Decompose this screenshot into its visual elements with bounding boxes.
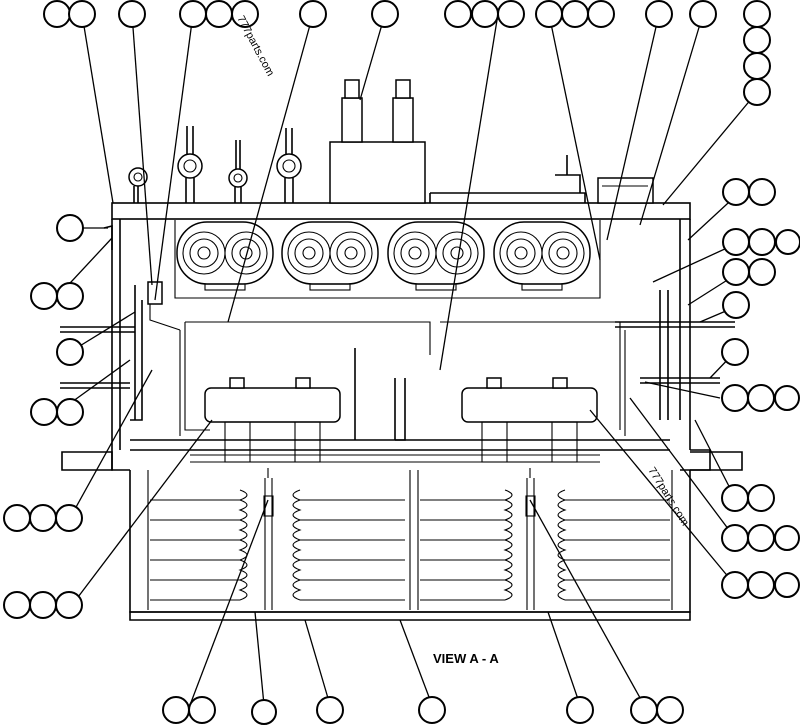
callout-circle — [56, 338, 84, 366]
callout-circle — [774, 385, 800, 411]
callout-circle — [722, 228, 750, 256]
resistor-housing — [129, 468, 691, 621]
callout-circle — [743, 52, 771, 80]
callout-circle — [29, 504, 57, 532]
relay-block — [329, 79, 426, 204]
callout-circle — [316, 696, 344, 724]
callout-circle — [55, 504, 83, 532]
coil-module — [176, 221, 274, 291]
callout-circle — [748, 178, 776, 206]
callout-circle — [722, 258, 750, 286]
callout-circle — [56, 398, 84, 426]
callout-circle — [162, 696, 190, 724]
callout-circle — [561, 0, 589, 28]
callout-circle — [587, 0, 615, 28]
callout-circle — [721, 338, 749, 366]
coil-modules — [174, 220, 601, 299]
callout-circle — [205, 0, 233, 28]
coil-module — [387, 221, 485, 291]
callout-circle — [251, 699, 277, 725]
callout-circle — [179, 0, 207, 28]
callout-circle — [418, 696, 446, 724]
callout-circle — [3, 504, 31, 532]
coil-module — [281, 221, 379, 291]
callout-circle — [371, 0, 399, 28]
callout-circle — [55, 591, 83, 619]
callout-circle — [689, 0, 717, 28]
callout-circle — [29, 591, 57, 619]
callout-circle — [30, 398, 58, 426]
left-bracket — [60, 281, 181, 421]
callout-circle — [68, 0, 96, 28]
callout-circle — [3, 591, 31, 619]
view-label: VIEW A - A — [433, 651, 499, 666]
callout-circle — [721, 384, 749, 412]
callout-circle — [747, 384, 775, 412]
callout-circle — [743, 26, 771, 54]
callout-circle — [656, 696, 684, 724]
terminal-post — [177, 126, 203, 203]
callout-circle — [743, 78, 771, 106]
coil-module — [493, 221, 591, 291]
right-bracket — [615, 290, 735, 420]
callout-circle — [774, 525, 800, 551]
callout-circle — [722, 178, 750, 206]
watermark: 777parts.com — [645, 465, 690, 528]
callout-circle — [444, 0, 472, 28]
top-components — [128, 79, 654, 204]
callout-circle — [56, 214, 84, 242]
terminal-post — [128, 167, 148, 203]
callout-circle — [748, 228, 776, 256]
callout-circle — [30, 282, 58, 310]
callout-circle — [748, 258, 776, 286]
callout-circle — [775, 229, 800, 255]
callout-circle — [566, 696, 594, 724]
terminal-post — [228, 140, 248, 203]
callout-circle — [630, 696, 658, 724]
callout-circle — [721, 571, 749, 599]
callout-circle — [747, 571, 775, 599]
fuse-block-left — [204, 348, 356, 463]
callout-circle — [497, 0, 525, 28]
callout-circle — [722, 291, 750, 319]
callout-circle — [188, 696, 216, 724]
callout-circle — [721, 524, 749, 552]
callout-circle — [747, 524, 775, 552]
callout-circle — [747, 484, 775, 512]
callout-circle — [56, 282, 84, 310]
callout-circle — [471, 0, 499, 28]
callout-circle — [645, 0, 673, 28]
callout-circle — [743, 0, 771, 28]
callout-circle — [231, 0, 259, 28]
callout-circle — [43, 0, 71, 28]
callout-circle — [721, 484, 749, 512]
callout-circle — [774, 572, 800, 598]
terminal-post — [276, 128, 302, 203]
callout-circle — [118, 0, 146, 28]
fuse-block-right — [394, 377, 598, 463]
callout-circle — [535, 0, 563, 28]
callout-circle — [299, 0, 327, 28]
callout-circles — [3, 0, 800, 725]
